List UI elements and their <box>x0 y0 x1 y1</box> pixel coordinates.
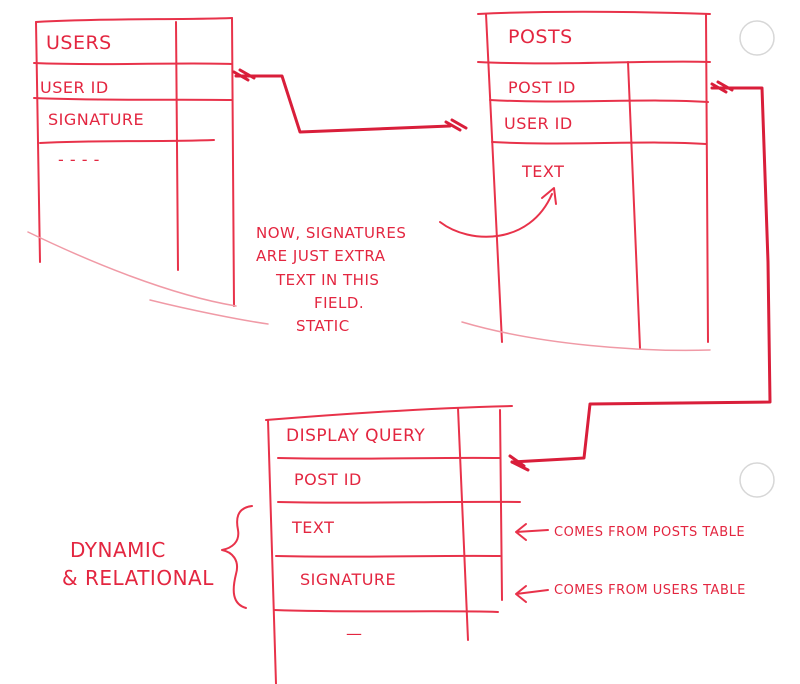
users-field-ellipsis: - - - - <box>58 150 100 169</box>
posts-table-box <box>461 10 711 352</box>
note-line: STATIC <box>296 317 350 335</box>
posts-table-title: POSTS <box>508 26 573 48</box>
binder-hole-top <box>739 20 775 56</box>
note-arrow-head <box>541 187 557 205</box>
display-query-table-box <box>265 405 521 684</box>
signature-note: NOW, SIGNATURES ARE JUST EXTRA TEXT IN T… <box>256 222 436 338</box>
posts-field-user-id: USER ID <box>504 114 573 133</box>
display-query-field-ellipsis: — <box>346 624 363 643</box>
posts-field-post-id: POST ID <box>508 78 576 97</box>
relation-user-end-left <box>232 68 256 82</box>
note-arrow <box>439 193 553 238</box>
display-query-field-signature: SIGNATURE <box>300 570 397 589</box>
display-query-field-post-id: POST ID <box>294 470 362 489</box>
note-line: FIELD. <box>314 293 365 312</box>
note-line: TEXT IN THIS <box>276 270 380 289</box>
users-field-signature: SIGNATURE <box>48 110 145 129</box>
posts-field-text: TEXT <box>522 162 565 181</box>
relation-post-end-top <box>710 80 734 94</box>
comment-text-source: COMES FROM POSTS TABLE <box>554 525 746 540</box>
comment-signature-source: COMES FROM USERS TABLE <box>554 583 746 598</box>
note-line: ARE JUST EXTRA <box>256 247 386 266</box>
relation-post-end-bottom <box>508 454 530 472</box>
display-query-title: DISPLAY QUERY <box>286 426 426 446</box>
users-table-title: USERS <box>46 32 112 54</box>
arrow-comes-from-users <box>515 585 549 603</box>
display-query-field-text: TEXT <box>292 518 335 537</box>
relation-user-end-right <box>444 118 468 132</box>
arrow-comes-from-posts <box>515 523 549 541</box>
binder-hole-bottom <box>739 462 775 498</box>
side-label-line: & RELATIONAL <box>62 566 214 590</box>
relation-user-id <box>234 74 452 134</box>
curly-brace <box>221 505 253 609</box>
users-field-user-id: USER ID <box>40 78 109 97</box>
dynamic-relational-label: DYNAMIC & RELATIONAL <box>62 536 232 592</box>
users-table-box <box>27 17 269 325</box>
relation-post-id <box>510 86 772 464</box>
note-line: NOW, SIGNATURES <box>256 224 407 242</box>
side-label-line: DYNAMIC <box>70 538 166 562</box>
